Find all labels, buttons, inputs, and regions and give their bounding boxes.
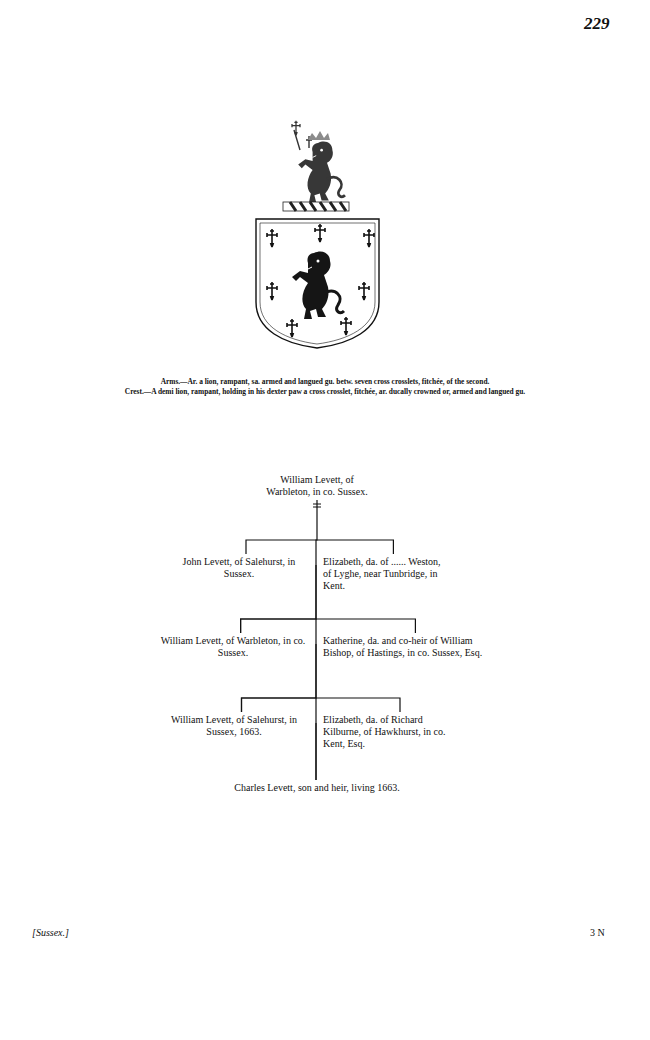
- signature-mark: 3 N: [590, 927, 605, 938]
- spouse-entry: Elizabeth, da. of ...... Weston, of Lygh…: [323, 556, 451, 592]
- county-mark: [Sussex.]: [32, 927, 69, 938]
- pedigree-line: [242, 644, 317, 712]
- ancestor-entry: William Levett, of Warbleton, in co. Sus…: [258, 474, 376, 498]
- entry-text: William Levett, of Salehurst, in Sussex,…: [159, 714, 309, 738]
- crest-blazon: Crest.—A demi lion, rampant, holding in …: [125, 387, 525, 396]
- person-entry: William Levett, of Salehurst, in Sussex,…: [159, 714, 309, 738]
- entry-text: Elizabeth, da. of ...... Weston, of Lygh…: [323, 556, 451, 592]
- pedigree-line: [315, 723, 316, 780]
- entry-text: William Levett, of Warbleton, in co. Sus…: [157, 635, 309, 659]
- pedigree-line: [242, 644, 317, 712]
- person-entry: John Levett, of Salehurst, in Sussex.: [169, 556, 309, 580]
- heir-entry: Charles Levett, son and heir, living 166…: [187, 782, 447, 794]
- person-entry: William Levett, of Warbleton, in co. Sus…: [157, 635, 309, 659]
- entry-text: Charles Levett, son and heir, living 166…: [187, 782, 447, 794]
- entry-text: John Levett, of Salehurst, in Sussex.: [169, 556, 309, 580]
- spouse-entry: Katherine, da. and co-heir of William Bi…: [323, 635, 491, 659]
- spouse-entry: Elizabeth, da. of Richard Kilburne, of H…: [323, 714, 463, 750]
- entry-text: Elizabeth, da. of Richard Kilburne, of H…: [323, 714, 463, 750]
- pedigree-line: [315, 723, 316, 780]
- pedigree-line: [246, 500, 317, 554]
- entry-text: Katherine, da. and co-heir of William Bi…: [323, 635, 491, 659]
- page-number: 229: [584, 14, 610, 34]
- entry-text: William Levett, of Warbleton, in co. Sus…: [258, 474, 376, 498]
- arms-blazon: Arms.—Ar. a lion, rampant, sa. armed and…: [161, 377, 490, 386]
